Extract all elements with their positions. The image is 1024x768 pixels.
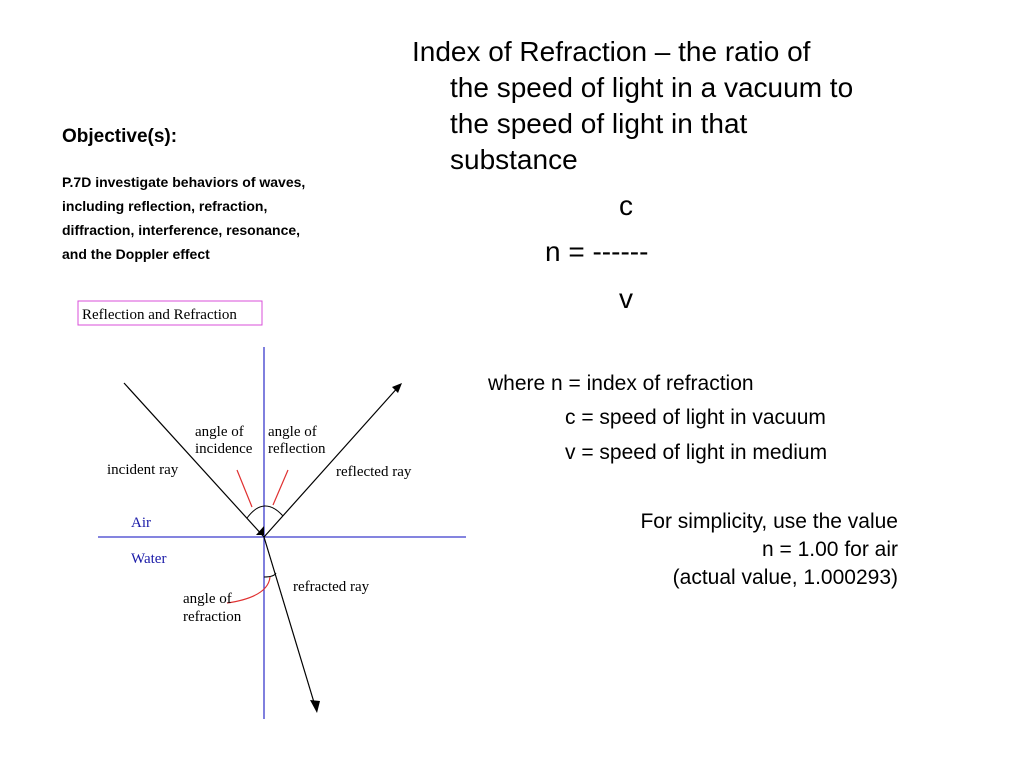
objective-heading: Objective(s): xyxy=(62,126,178,147)
reflected-ray-arrowhead xyxy=(392,383,402,393)
refracted-ray xyxy=(263,536,317,710)
refraction-pointer xyxy=(226,576,271,604)
simplicity-line: For simplicity, use the value xyxy=(640,510,898,533)
where-n: where n = index of refraction xyxy=(488,372,754,395)
refraction-diagram: Reflection and Refraction angle of incid… xyxy=(77,300,466,719)
reflected-ray-label: reflected ray xyxy=(336,464,412,480)
reflected-ray xyxy=(263,384,401,538)
objective-line: P.7D investigate behaviors of waves, xyxy=(62,174,306,190)
formula-lhs: n = ------ xyxy=(545,236,649,267)
diagram-title: Reflection and Refraction xyxy=(82,307,237,323)
formula-denominator: v xyxy=(619,283,633,314)
angle-of-reflection-label: reflection xyxy=(268,441,326,457)
where-v: v = speed of light in medium xyxy=(565,441,828,464)
diagram-title-box xyxy=(77,300,263,326)
incident-ray xyxy=(123,382,265,538)
incident-ray-label: incident ray xyxy=(107,462,179,478)
simplicity-line: n = 1.00 for air xyxy=(762,538,898,561)
definition-line: the speed of light in a vacuum to xyxy=(450,72,854,103)
angle-of-incidence-label: incidence xyxy=(195,441,253,457)
incidence-reflection-arc xyxy=(246,505,284,519)
refracted-ray-arrowhead xyxy=(310,700,320,713)
objective-text: P.7D investigate behaviors of waves, inc… xyxy=(62,170,382,266)
angle-of-refraction-label: angle of xyxy=(183,591,232,607)
air-label: Air xyxy=(131,515,151,531)
reflection-pointer xyxy=(272,469,289,506)
objective-line: including reflection, refraction, xyxy=(62,198,268,214)
where-c: c = speed of light in vacuum xyxy=(565,406,826,429)
refracted-ray-label: refracted ray xyxy=(293,579,370,595)
angle-of-refraction-label: refraction xyxy=(183,609,242,625)
formula-numerator: c xyxy=(619,190,633,221)
definition-text: Index of Refraction – the ratio of the s… xyxy=(412,34,992,178)
refraction-arc xyxy=(263,572,277,578)
incidence-pointer xyxy=(236,469,253,508)
objective-line: and the Doppler effect xyxy=(62,246,210,262)
incidence-point-marker xyxy=(256,526,264,535)
angle-of-incidence-label: angle of xyxy=(195,424,244,440)
angle-of-reflection-label: angle of xyxy=(268,424,317,440)
simplicity-line: (actual value, 1.000293) xyxy=(672,566,898,589)
objective-line: diffraction, interference, resonance, xyxy=(62,222,301,238)
definition-line: Index of Refraction – the ratio of xyxy=(412,36,811,67)
definition-line: substance xyxy=(450,144,578,175)
water-label: Water xyxy=(131,551,166,567)
definition-line: the speed of light in that xyxy=(450,108,748,139)
